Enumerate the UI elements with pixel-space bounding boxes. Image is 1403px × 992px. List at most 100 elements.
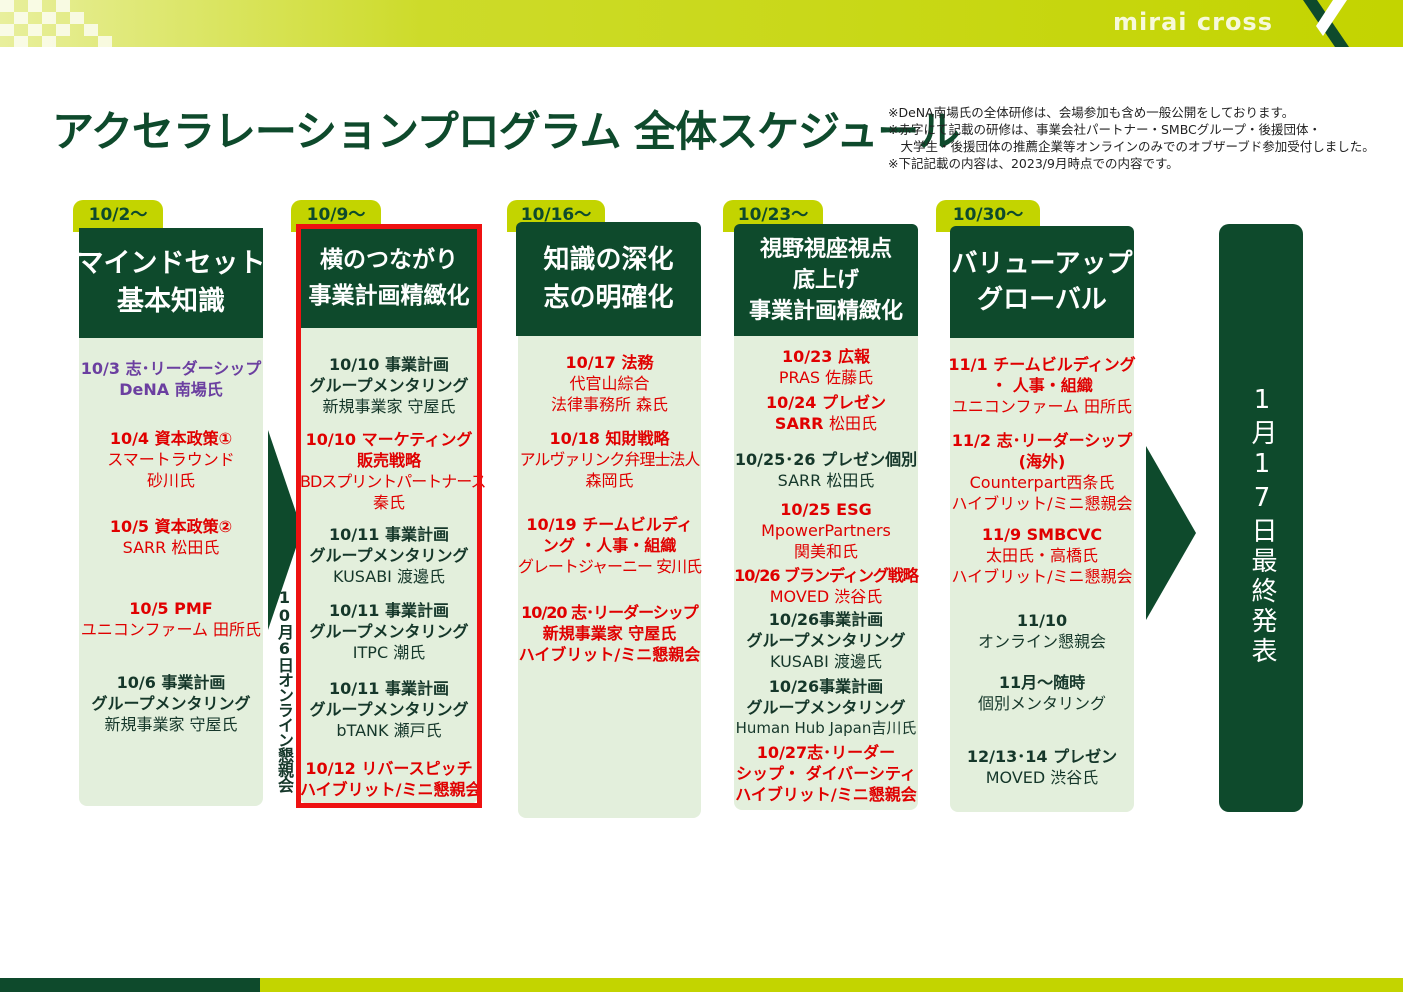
note-line: ※赤字にて記載の研修は、事業会社パートナー・SMBCグループ・後援団体・ xyxy=(888,122,1322,137)
schedule-item: 10/3 志･リーダーシップ DeNA 南場氏 xyxy=(79,358,263,400)
schedule-line: 11/1 チームビルディング xyxy=(948,355,1136,374)
schedule-line: 新規事業家 守屋氏 xyxy=(322,397,456,416)
schedule-line: 11/2 志･リーダーシップ xyxy=(951,431,1133,450)
schedule-line: 11月〜随時 xyxy=(998,673,1086,692)
online-party-vertical-label: 10月6日オンライン懇親会 xyxy=(275,588,294,792)
schedule-line: KUSABI 渡邊氏 xyxy=(333,567,445,586)
schedule-line: 10/6 事業計画 xyxy=(116,673,226,692)
checker-pattern xyxy=(0,0,140,47)
schedule-item: 10/11 事業計画 グループメンタリング KUSABI 渡邊氏 xyxy=(300,524,478,587)
schedule-line: Human Hub Japan吉川氏 xyxy=(735,719,917,737)
week-items: 10/3 志･リーダーシップ DeNA 南場氏 10/4 資本政策① スマートラ… xyxy=(79,338,263,806)
schedule-item: 10/5 資本政策② SARR 松田氏 xyxy=(79,516,263,558)
schedule-line: 10/11 事業計画 xyxy=(329,679,449,698)
schedule-line: 10/26事業計画 xyxy=(768,610,884,629)
schedule-line-bold: SARR xyxy=(774,414,830,433)
chevron-right-icon xyxy=(1146,446,1196,620)
schedule-item: 11/10 オンライン懇親会 xyxy=(944,610,1140,652)
page-title: アクセラレーションプログラム 全体スケジュール xyxy=(52,107,960,156)
schedule-line: 11/10 xyxy=(1016,611,1068,630)
schedule-line: bTANK 瀬戸氏 xyxy=(336,721,442,740)
schedule-item: 10/25 ESG MpowerPartners 関美和氏 xyxy=(728,499,924,562)
heading-line: グローバル xyxy=(977,285,1107,315)
schedule-line: グループメンタリング xyxy=(309,700,469,719)
schedule-item: 10/26事業計画 グループメンタリング KUSABI 渡邊氏 xyxy=(728,609,924,672)
schedule-line: 11/9 SMBCVC xyxy=(981,525,1103,544)
schedule-item: 10/12 リバースピッチ ハイブリット/ミニ懇親会 xyxy=(300,758,482,800)
schedule-line: SARR 松田氏 xyxy=(728,413,924,434)
week-heading: マインドセット 基本知識 xyxy=(76,228,266,338)
schedule-line: グループメンタリング xyxy=(746,631,906,650)
schedule-line: PRAS 佐藤氏 xyxy=(778,368,874,387)
schedule-item: 10/18 知財戦略 アルヴァリンク弁理士法人 森岡氏 xyxy=(512,428,707,491)
schedule-line-regular: 松田氏 xyxy=(829,414,878,433)
heading-line: バリューアップ xyxy=(951,249,1133,279)
chevron-right-icon xyxy=(268,430,302,630)
brand-logo-text: mirai cross xyxy=(1113,8,1273,36)
schedule-line: 10/18 知財戦略 xyxy=(549,429,670,448)
schedule-line: オンライン懇親会 xyxy=(977,632,1106,651)
schedule-line: 10/5 資本政策② xyxy=(109,517,233,536)
week-body xyxy=(79,338,263,806)
schedule-line: 秦氏 xyxy=(372,493,405,512)
week-items: 10/23 広報 PRAS 佐藤氏 10/24 プレゼン SARR 松田氏 10… xyxy=(728,336,924,810)
schedule-line: 10/19 チームビルディ xyxy=(526,515,693,534)
schedule-line: ハイブリット/ミニ懇親会 xyxy=(951,567,1133,586)
schedule-item: 11/1 チームビルディング ・ 人事・組織 ユニコンファーム 田所氏 xyxy=(944,354,1140,417)
note-line: ※下記記載の内容は、2023/9月時点での内容です。 xyxy=(888,156,1179,171)
schedule-line: グループメンタリング xyxy=(91,694,251,713)
schedule-item: 11/2 志･リーダーシップ (海外) Counterpart西条氏 ハイブリッ… xyxy=(944,430,1140,514)
schedule-line: 10/20 志･リーダーシップ xyxy=(521,603,699,622)
schedule-line: 10/25 ESG xyxy=(780,500,872,519)
schedule-line: 10/23 広報 xyxy=(782,347,870,366)
schedule-line: ハイブリット/ミニ懇親会 xyxy=(300,780,482,799)
schedule-item: 10/10 マーケティング 販売戦略 BDスプリントパートナース 秦氏 xyxy=(300,429,487,513)
schedule-line: 10/24 プレゼン xyxy=(766,393,886,412)
schedule-line: アルヴァリンク弁理士法人 xyxy=(519,450,701,469)
schedule-line: MOVED 渋谷氏 xyxy=(985,768,1099,787)
highlight-frame xyxy=(296,224,482,808)
schedule-item: 10/19 チームビルディ ング ・人事・組織 グレートジャーニー 安川氏 xyxy=(512,514,707,577)
footer-bar-dark xyxy=(0,978,260,992)
schedule-line: 新規事業家 守屋氏 xyxy=(104,715,238,734)
schedule-line: 10/11 事業計画 xyxy=(329,601,449,620)
schedule-line: SARR 松田氏 xyxy=(777,471,875,490)
schedule-line: 10/17 法務 xyxy=(565,353,654,372)
schedule-line: ハイブリット/ミニ懇親会 xyxy=(518,645,701,664)
schedule-item: 10/11 事業計画 グループメンタリング bTANK 瀬戸氏 xyxy=(300,678,478,741)
schedule-item: 10/24 プレゼン SARR 松田氏 xyxy=(728,392,924,434)
week-heading: バリューアップ グローバル xyxy=(950,226,1134,338)
schedule-line: 法律事務所 森氏 xyxy=(550,395,669,414)
week-heading: 知識の深化 志の明確化 xyxy=(516,222,701,336)
schedule-line: 新規事業家 守屋氏 xyxy=(542,624,677,643)
schedule-line: 10/5 PMF xyxy=(129,599,213,618)
schedule-line: Counterpart西条氏 xyxy=(969,473,1115,492)
heading-line: 知識の深化 xyxy=(543,245,674,275)
schedule-line: ハイブリット/ミニ懇親会 xyxy=(735,785,917,804)
schedule-line: ユニコンファーム 田所氏 xyxy=(951,397,1133,416)
schedule-item: 10/17 法務 代官山綜合 法律事務所 森氏 xyxy=(512,352,707,415)
schedule-line: グレートジャーニー 安川氏 xyxy=(517,557,702,576)
schedule-line: グループメンタリング xyxy=(746,698,906,717)
schedule-item: 12/13･14 プレゼン MOVED 渋谷氏 xyxy=(944,746,1140,788)
heading-line: マインドセット xyxy=(76,248,266,279)
final-presentation-label: 1月17日最終発表 xyxy=(1247,385,1277,667)
heading-line: 視野視座視点 xyxy=(759,236,892,262)
top-banner: mirai cross xyxy=(0,0,1403,47)
brand-x-logo-icon xyxy=(1303,0,1349,47)
schedule-line: ・ 人事・組織 xyxy=(991,376,1093,395)
schedule-item: 10/10 事業計画 グループメンタリング 新規事業家 守屋氏 xyxy=(300,354,478,417)
schedule-line: 代官山綜合 xyxy=(569,374,650,393)
schedule-line: シップ・ ダイバーシティ xyxy=(736,764,916,783)
schedule-line: 販売戦略 xyxy=(356,451,421,470)
week-heading: 横のつながり 事業計画精緻化 xyxy=(300,228,478,328)
schedule-line: 10/27志･リーダー xyxy=(756,743,896,762)
schedule-line: 10/26事業計画 xyxy=(768,677,884,696)
schedule-item: 10/20 志･リーダーシップ 新規事業家 守屋氏 ハイブリット/ミニ懇親会 xyxy=(512,602,707,665)
schedule-line: 太田氏・高橋氏 xyxy=(985,546,1098,565)
schedule-line: (海外) xyxy=(1018,452,1066,471)
footer-bar-light xyxy=(260,978,1403,992)
final-presentation-block xyxy=(1219,224,1303,812)
schedule-line: ITPC 潮氏 xyxy=(352,643,426,662)
note-line: 大学生・後援団体の推薦企業等オンラインのみでのオブザーブド参加受付しました。 xyxy=(888,139,1375,154)
